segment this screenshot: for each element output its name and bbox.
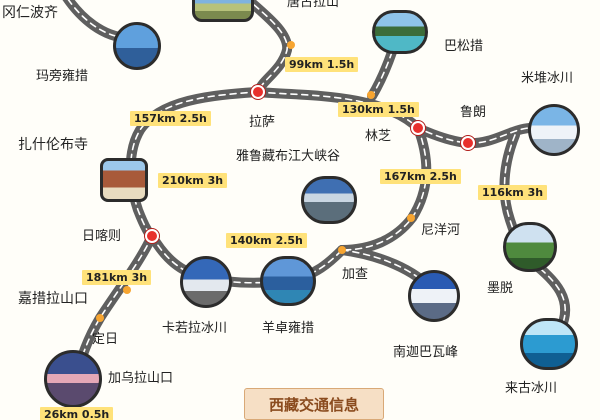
label-rikaze: 日喀则 <box>82 229 122 244</box>
waypoint-dot <box>123 286 131 294</box>
node-lulang[interactable] <box>461 136 475 150</box>
photo-midui[interactable] <box>528 104 580 156</box>
label-jiawula: 加乌拉山口 <box>108 371 174 386</box>
node-lasa[interactable] <box>251 85 265 99</box>
photo-yarlung[interactable] <box>301 176 357 224</box>
distance-tag: 116km 3h <box>478 185 548 200</box>
waypoint-dot <box>407 214 415 222</box>
distance-tag: 130km 1.5h <box>338 102 419 117</box>
photo-kairuo[interactable] <box>180 256 232 308</box>
road-basong <box>367 47 397 101</box>
label-motuo: 墨脱 <box>487 281 514 296</box>
distance-tag: 167km 2.5h <box>380 169 461 184</box>
label-nanjiabawa: 南迦巴瓦峰 <box>393 345 459 360</box>
label-midui: 米堆冰川 <box>521 71 574 86</box>
distance-tag: 210km 3h <box>158 173 228 188</box>
distance-tag: 157km 2.5h <box>130 111 211 126</box>
label-kairuo: 卡若拉冰川 <box>162 321 228 336</box>
photo-zhashi[interactable] <box>100 158 148 202</box>
photo-yangzhuo[interactable] <box>260 256 316 306</box>
photo-tanggula[interactable] <box>192 0 254 22</box>
node-linzhi[interactable] <box>411 121 425 135</box>
label-lulang: 鲁朗 <box>460 105 487 120</box>
distance-tag: 181km 3h <box>82 270 152 285</box>
node-rikaze[interactable] <box>145 229 159 243</box>
waypoint-dot <box>338 246 346 254</box>
map-footer-title: 西藏交通信息 <box>244 388 384 420</box>
waypoint-dot <box>367 91 375 99</box>
photo-jiawula[interactable] <box>44 350 102 408</box>
label-yangzhuo: 羊卓雍措 <box>262 321 315 336</box>
label-lasa: 拉萨 <box>249 115 276 130</box>
photo-laigu[interactable] <box>520 318 578 370</box>
label-mapang: 玛旁雍措 <box>36 69 89 84</box>
label-basong: 巴松措 <box>444 39 484 54</box>
label-yarlung: 雅鲁藏布江大峡谷 <box>236 149 341 164</box>
distance-tag: 26km 0.5h <box>40 407 114 420</box>
distance-tag: 99km 1.5h <box>285 57 359 72</box>
waypoint-dot <box>96 314 104 322</box>
label-gangren: 冈仁波齐 <box>2 5 58 21</box>
label-tanggula: 唐古拉山 <box>287 0 340 10</box>
label-linzhi: 林芝 <box>365 129 392 144</box>
label-jiacuo: 嘉措拉山口 <box>18 291 88 307</box>
photo-basong[interactable] <box>372 10 428 54</box>
label-laigu: 来古冰川 <box>505 381 558 396</box>
label-niyang: 尼洋河 <box>421 223 461 238</box>
label-jiacha: 加查 <box>342 267 369 282</box>
photo-mapang[interactable] <box>113 22 161 70</box>
label-zhashi: 扎什伦布寺 <box>18 137 88 153</box>
photo-motuo[interactable] <box>503 222 557 272</box>
photo-nanjiabawa[interactable] <box>408 270 460 322</box>
waypoint-dot <box>287 41 295 49</box>
distance-tag: 140km 2.5h <box>226 233 307 248</box>
label-dingri: 定日 <box>92 332 119 347</box>
